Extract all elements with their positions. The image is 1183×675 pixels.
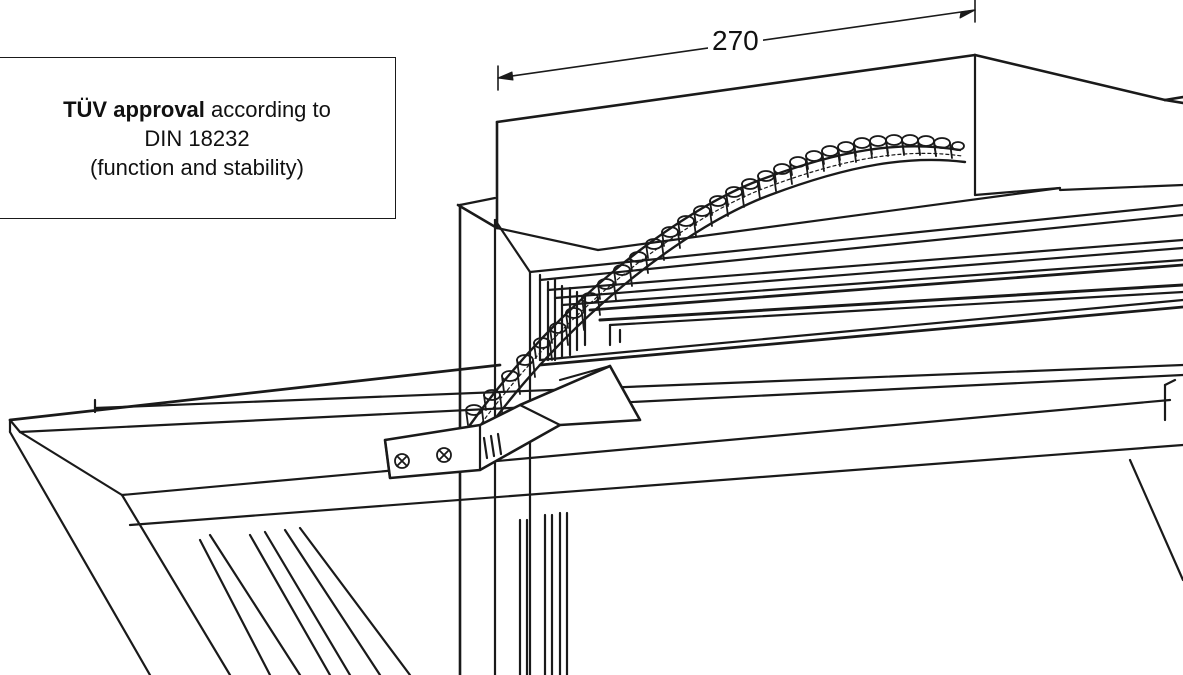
- closer-housing: [456, 53, 1183, 252]
- annotation-line-1: TÜV approval according to: [63, 95, 331, 124]
- door-leaf: [8, 363, 1183, 675]
- annotation-bold-text: TÜV approval: [63, 96, 205, 122]
- annotation-line-3: (function and stability): [90, 154, 304, 180]
- annotation-line-2: DIN 18232: [144, 125, 250, 151]
- roller-cylinders: [465, 134, 965, 428]
- annotation-rest-text: according to: [211, 96, 331, 122]
- screw-icons: [394, 447, 452, 469]
- annotation-box: TÜV approval according to DIN 18232 (fun…: [0, 57, 396, 219]
- dimension-label: 270: [708, 26, 763, 56]
- mounting-bracket: [383, 364, 642, 480]
